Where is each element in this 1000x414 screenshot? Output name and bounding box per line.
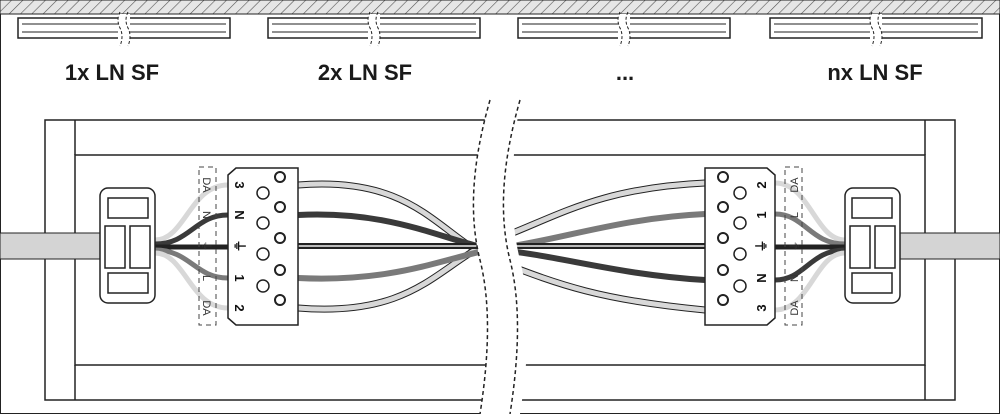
terminal-label: 1	[232, 274, 247, 281]
right-wire-label: ⏚	[788, 241, 801, 252]
length-break	[472, 99, 528, 414]
luminaire-label-2: 2x LN SF	[318, 60, 412, 85]
terminal-label: 1	[754, 211, 769, 218]
terminal-label: 3	[754, 304, 769, 311]
left-wire-label: N	[200, 211, 212, 219]
terminal-label: N	[232, 210, 247, 219]
left-wire-label: L	[200, 275, 212, 281]
left-wire-label-box	[198, 166, 217, 326]
luminaire-4	[769, 11, 983, 47]
terminal-label: 2	[232, 304, 247, 311]
ceiling	[0, 0, 1000, 15]
terminal-label: ⏚	[754, 239, 769, 252]
terminal-label: 3	[232, 181, 247, 188]
left-wire-label: ⏚	[200, 241, 213, 252]
terminal-label: 2	[754, 181, 769, 188]
left-wire-label: DA	[200, 300, 212, 316]
luminaire-3	[517, 11, 731, 47]
luminaire-2	[267, 11, 481, 47]
left-plug-connector	[99, 187, 156, 304]
right-terminal-block: 2 1 ⏚ N 3	[704, 167, 776, 326]
right-wire-label-box	[784, 166, 803, 326]
luminaire-label-n: nx LN SF	[827, 60, 922, 85]
right-wire-label: N	[789, 274, 801, 282]
right-mains-cable	[894, 232, 1000, 260]
left-mains-cable	[0, 232, 106, 260]
luminaire-label-ellipsis: ...	[616, 60, 634, 85]
luminaire-1	[17, 11, 231, 47]
luminaire-label-1: 1x LN SF	[65, 60, 159, 85]
right-plug-connector	[844, 187, 901, 304]
left-terminal-block: 3N ⏚ 1 2	[227, 167, 299, 326]
right-wire-label: DA	[789, 177, 801, 193]
right-wire-label: L	[789, 212, 801, 218]
left-wire-label: DA	[200, 177, 212, 193]
terminal-label: ⏚	[232, 239, 247, 252]
right-wire-label: DA	[789, 300, 801, 316]
terminal-label: N	[754, 273, 769, 282]
